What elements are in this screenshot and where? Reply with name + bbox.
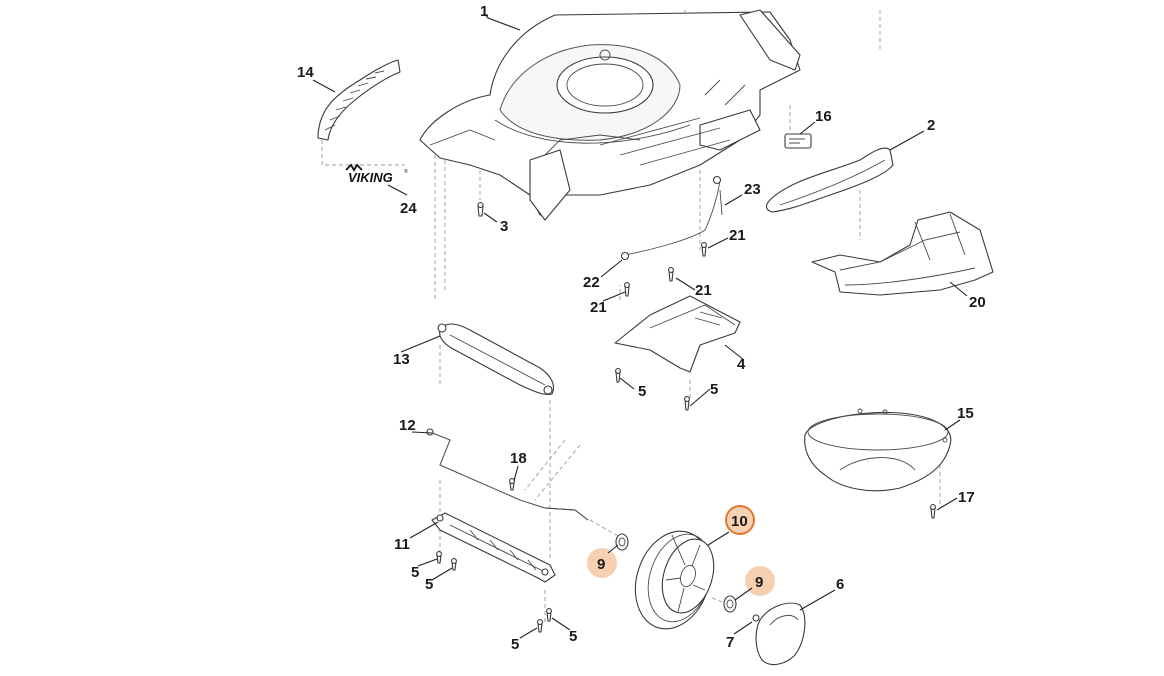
axle-bracket-part-11 xyxy=(431,512,556,583)
dome-cover-part-15 xyxy=(804,408,952,492)
label-22: 22 xyxy=(583,274,600,291)
screws xyxy=(436,201,936,633)
label-17: 17 xyxy=(958,489,975,506)
guard-plate-part-4 xyxy=(614,295,741,373)
label-24: 24 xyxy=(400,200,417,217)
screw-part-3 xyxy=(477,201,484,217)
part-labels: 1 2 3 4 5 5 5 5 5 5 6 7 9 9 10 11 12 13 … xyxy=(297,3,986,653)
label-5c: 5 xyxy=(411,564,419,581)
label-6: 6 xyxy=(836,576,844,593)
screw-part-21-b xyxy=(668,267,674,282)
label-23: 23 xyxy=(744,181,761,198)
screw-part-5-a xyxy=(615,368,621,383)
screw-part-21-c xyxy=(624,282,630,297)
label-13: 13 xyxy=(393,351,410,368)
screw-part-7 xyxy=(752,614,760,622)
screw-part-5-c xyxy=(436,551,442,564)
label-3: 3 xyxy=(500,218,508,235)
bracket-rod-parts-22-23 xyxy=(620,175,723,261)
label-5e: 5 xyxy=(511,636,519,653)
label-15: 15 xyxy=(957,405,974,422)
highlight-ring-part-10 xyxy=(725,505,755,535)
hub-cap-part-6 xyxy=(755,602,806,666)
label-2: 2 xyxy=(927,117,935,134)
label-4: 4 xyxy=(737,356,746,373)
label-12: 12 xyxy=(399,417,416,434)
label-9-right: 9 xyxy=(755,574,763,591)
mower-deck-housing xyxy=(419,9,801,221)
screw-part-21-a xyxy=(701,242,707,257)
screw-part-5-f xyxy=(546,608,552,622)
label-11: 11 xyxy=(394,536,410,553)
axle-rod-part-12 xyxy=(426,428,589,521)
screw-part-18 xyxy=(509,478,515,491)
screw-part-5-d xyxy=(451,558,457,571)
label-14: 14 xyxy=(297,64,314,81)
decal-part-16 xyxy=(784,133,812,149)
bushing-part-9-left xyxy=(615,533,629,551)
handle-cover-part-2 xyxy=(765,147,894,213)
label-5a: 5 xyxy=(638,383,646,400)
highlight-part-9-right xyxy=(745,566,775,596)
label-5b: 5 xyxy=(710,381,718,398)
label-10: 10 xyxy=(731,513,748,530)
highlight-markers xyxy=(587,505,775,596)
label-21a: 21 xyxy=(729,227,746,244)
registered-mark: ® xyxy=(404,168,408,175)
label-7: 7 xyxy=(726,634,734,651)
wheel-part-10 xyxy=(634,530,715,630)
leader-lines xyxy=(312,12,968,639)
label-20: 20 xyxy=(969,294,986,311)
label-21b: 21 xyxy=(695,282,712,299)
label-18: 18 xyxy=(510,450,527,467)
screw-part-17 xyxy=(930,504,936,519)
label-1: 1 xyxy=(480,3,488,20)
viking-logo: VIKING ® xyxy=(345,163,408,185)
front-bumper-part-13 xyxy=(437,323,555,396)
highlight-part-10 xyxy=(726,506,754,534)
label-5f: 5 xyxy=(569,628,577,645)
highlight-part-9-left xyxy=(587,548,617,578)
label-9-left: 9 xyxy=(597,556,605,573)
bushing-part-9-right xyxy=(723,595,737,613)
side-skirt-part-14 xyxy=(317,59,401,141)
screw-part-5-b xyxy=(684,396,690,411)
label-5d: 5 xyxy=(425,576,433,593)
screw-part-5-e xyxy=(537,619,543,633)
rear-grass-chute-part-20 xyxy=(811,211,994,296)
label-21c: 21 xyxy=(590,299,607,316)
label-16: 16 xyxy=(815,108,832,125)
brand-text: VIKING xyxy=(348,170,393,185)
